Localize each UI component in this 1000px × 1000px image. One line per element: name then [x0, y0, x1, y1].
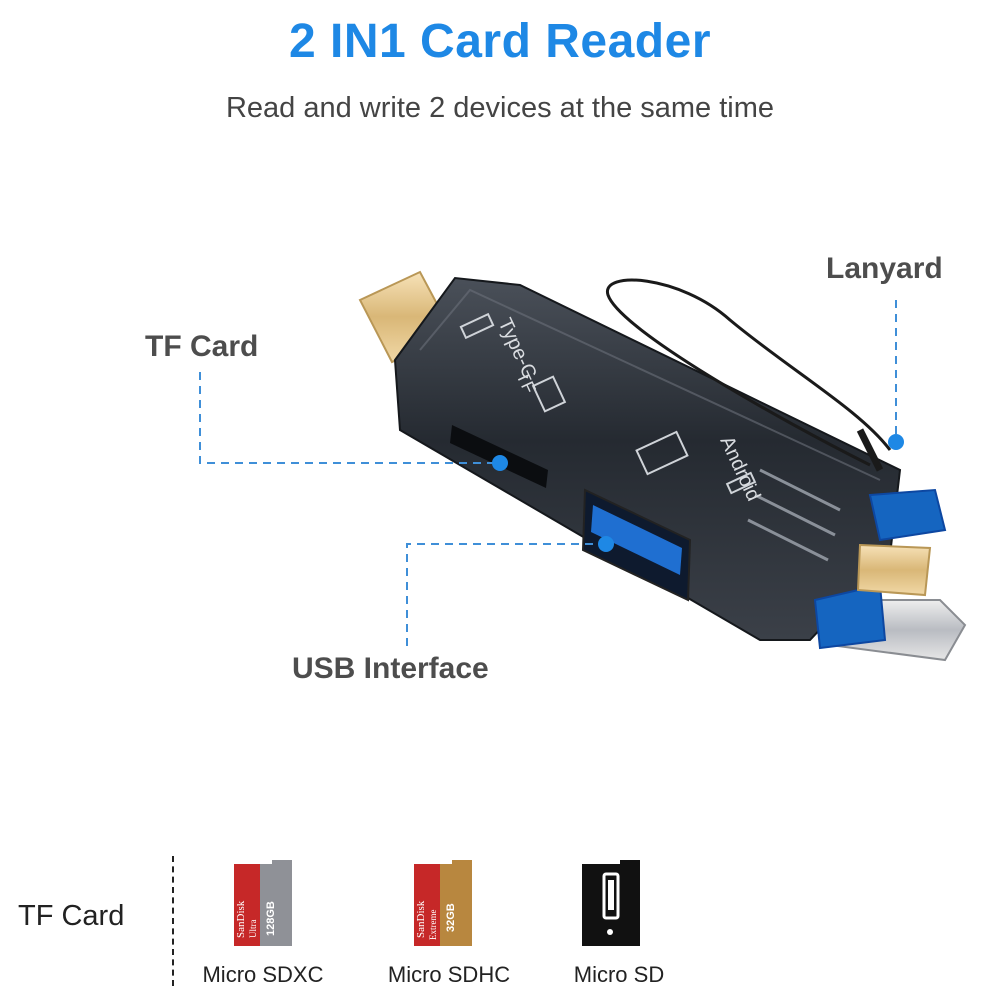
usb-callout-dot [598, 536, 614, 552]
card-1-capacity: 128GB [265, 901, 277, 936]
micro-sd-caption: Micro SD [573, 962, 665, 987]
card-1-line: Ultra [248, 920, 258, 939]
micro-sdxc-card-image: SanDisk Ultra 128GB [234, 860, 292, 946]
tf-callout-dot [492, 455, 508, 471]
card-2-line: Extreme [428, 910, 438, 941]
lanyard-strap [606, 278, 892, 472]
card-2-brand: SanDisk [415, 900, 427, 938]
page-subtitle: Read and write 2 devices at the same tim… [225, 92, 775, 124]
micro-sdhc-card-image: SanDisk Extreme 32GB [414, 860, 472, 946]
lanyard-callout: Lanyard [826, 252, 943, 285]
usb-interface-callout: USB Interface [292, 652, 489, 685]
card-2-capacity: 32GB [445, 903, 457, 932]
section-divider [172, 856, 174, 986]
lanyard-callout-dot [888, 434, 904, 450]
micro-sdhc-caption: Micro SDHC [387, 962, 511, 987]
microsd-logo [602, 872, 620, 920]
micro-usb-connector [813, 488, 967, 662]
reader-body [393, 276, 902, 641]
callout-lines [199, 300, 897, 646]
page-title: 2 IN1 Card Reader [288, 15, 711, 68]
micro-sd-card-image [582, 860, 640, 946]
cards-section-label: TF Card [18, 900, 125, 932]
micro-sdxc-caption: Micro SDXC [202, 962, 324, 987]
tf-card-callout: TF Card [145, 330, 259, 363]
card-1-brand: SanDisk [235, 900, 247, 938]
